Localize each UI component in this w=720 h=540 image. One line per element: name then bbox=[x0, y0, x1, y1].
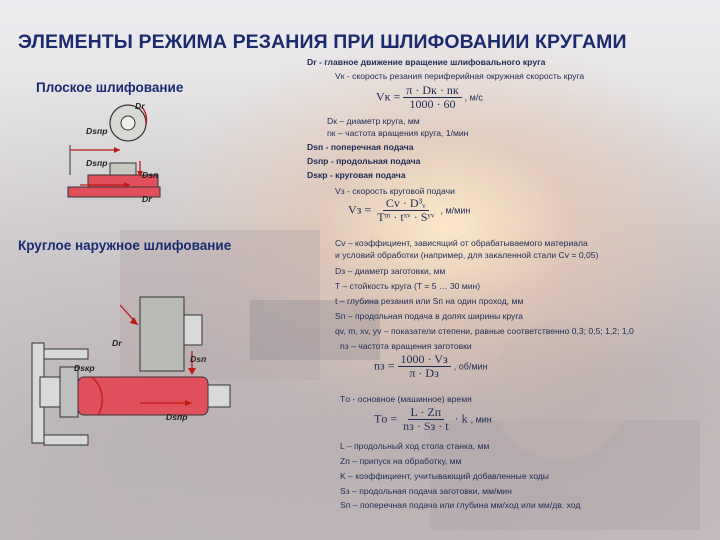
formula-n3-den: π · Dз bbox=[409, 366, 439, 380]
text-line-7: Dsкр - круговая подача bbox=[307, 170, 406, 180]
text-line-8: Vз - скорость круговой подачи bbox=[335, 186, 455, 196]
label-dr-flat-2: Dr bbox=[142, 194, 152, 204]
text-line-1: Dr - главное движение вращение шлифоваль… bbox=[307, 57, 546, 67]
text-line-11: Dз – диаметр заготовки, мм bbox=[335, 266, 446, 276]
text-line-17: Tо - основное (машинное) время bbox=[340, 394, 472, 404]
formula-v3-num: Cv · D³ᵥ bbox=[382, 197, 429, 211]
text-line-14: Sп – продольная подача в долях ширины кр… bbox=[335, 311, 524, 321]
text-line-13: t – глубина резания или Sп на один прохо… bbox=[335, 296, 524, 306]
flat-grinding-diagram bbox=[67, 104, 161, 198]
formula-to-num: L · Zп bbox=[407, 406, 445, 420]
text-line-9: Cv – коэффициент, зависящий от обрабатыв… bbox=[335, 238, 588, 248]
text-line-6: Dsпр - продольная подача bbox=[307, 156, 421, 166]
text-line-4: nк – частота вращения круга, 1/мин bbox=[327, 128, 469, 138]
text-line-3: Dк – диаметр круга, мм bbox=[327, 116, 420, 126]
label-dskr-round: Dsкр bbox=[74, 363, 95, 373]
page-title: ЭЛЕМЕНТЫ РЕЖИМА РЕЗАНИЯ ПРИ ШЛИФОВАНИИ К… bbox=[18, 31, 627, 53]
section-flat-grinding: Плоское шлифование bbox=[36, 80, 184, 95]
text-line-21: Sз – продольная подача заготовки, мм/мин bbox=[340, 486, 512, 496]
text-line-2: Vк - скорость резания периферийная окруж… bbox=[335, 71, 585, 81]
label-dspr-round: Dsпр bbox=[166, 412, 188, 422]
formula-v3-unit: , м/мин bbox=[440, 205, 471, 216]
label-dsn-round: Dsп bbox=[190, 354, 207, 364]
formula-v3-lhs: Vз = bbox=[348, 202, 372, 217]
round-grinding-diagram bbox=[31, 296, 231, 446]
text-line-18: L – продольный ход стола станка, мм bbox=[340, 441, 490, 451]
label-dspr-flat-2: Dsпр bbox=[86, 158, 108, 168]
text-line-20: K – коэффициент, учитывающий добавленные… bbox=[340, 471, 549, 481]
text-line-10: и условий обработки (например, для закал… bbox=[335, 250, 599, 260]
formula-to-unit: , мин bbox=[470, 414, 492, 425]
label-dr-flat: Dr bbox=[135, 101, 145, 111]
text-line-19: Zп – припуск на обработку, мм bbox=[340, 456, 462, 466]
formula-to-lhs: Tо = bbox=[374, 411, 398, 426]
text-line-5: Dsп - поперечная подача bbox=[307, 142, 414, 152]
section-round-grinding: Круглое наружное шлифование bbox=[18, 238, 232, 253]
formula-to-den: nз · Sз · t bbox=[403, 419, 449, 433]
text-line-22: Sп – поперечная подача или глубина мм/хо… bbox=[340, 500, 581, 510]
label-dr-round: Dr bbox=[112, 338, 122, 348]
text-line-15: qv, m, xv, yv – показатели степени, равн… bbox=[335, 326, 634, 336]
formula-n3-num: 1000 · Vз bbox=[397, 353, 451, 367]
label-dsn-flat: Dsп bbox=[142, 170, 159, 180]
formula-v3-den: Tᵐ · tˣᵛ · Sʸᵛ bbox=[377, 210, 435, 224]
formula-n3-unit: , об/мин bbox=[453, 361, 488, 372]
formula-vk-den: 1000 · 60 bbox=[409, 97, 456, 111]
formula-vk-unit: , м/с bbox=[464, 92, 483, 103]
formula-vk-lhs: Vк = bbox=[376, 89, 401, 104]
formula-n3-lhs: nз = bbox=[374, 358, 395, 373]
text-line-12: T – стойкость круга (T = 5 … 30 мин) bbox=[335, 281, 481, 291]
formula-vk-num: π · Dк · nк bbox=[403, 84, 462, 98]
label-dspr-flat: Dsпр bbox=[86, 126, 108, 136]
text-line-16: nз – частота вращения заготовки bbox=[340, 341, 472, 351]
formula-to-k: · k bbox=[454, 411, 468, 426]
